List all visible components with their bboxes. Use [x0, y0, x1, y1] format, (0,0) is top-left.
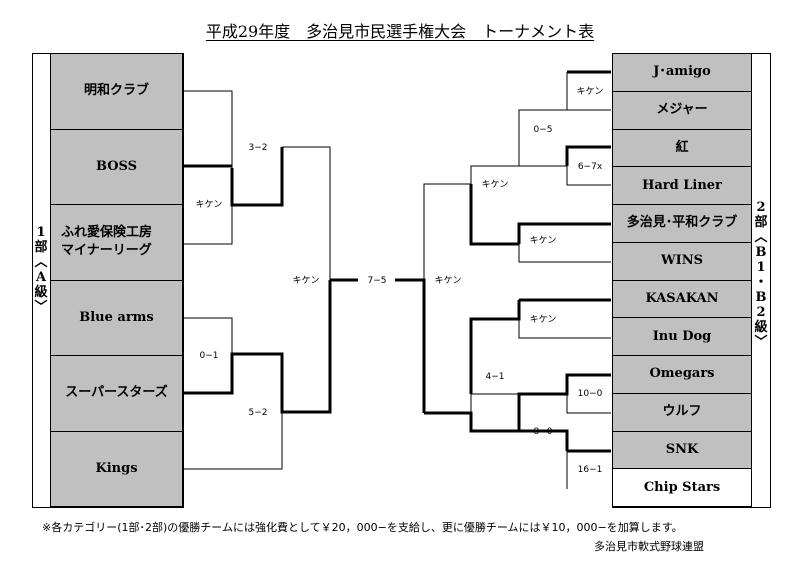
- team-right-4: Hard Liner: [612, 166, 752, 205]
- left-vlabel-char: ﹀: [34, 300, 48, 315]
- footnote: ※各カテゴリー(1部･2部)の優勝チームには強化費として￥20，000−を支給し…: [42, 521, 683, 534]
- score-left-semi: キケン: [293, 275, 320, 286]
- score-left-r2-bottom: 5−2: [249, 408, 268, 418]
- team-right-11: SNK: [612, 430, 752, 470]
- team-left-1: 明和クラブ: [50, 53, 183, 130]
- right-vlabel-char: 2: [756, 305, 766, 320]
- team-right-10: ウルフ: [612, 392, 752, 432]
- right-vlabel-char: 2: [756, 200, 766, 215]
- left-vlabel-char: A: [35, 270, 47, 285]
- score-final: 7−5: [368, 276, 387, 286]
- left-vlabel-char: ︿: [34, 255, 48, 270]
- team-left-5: スーパースターズ: [50, 355, 183, 432]
- score-right-r1-c: キケン: [530, 235, 557, 246]
- right-vlabel-char: 部: [754, 215, 768, 230]
- score-right-r1-e: 10−0: [578, 389, 603, 399]
- left-vlabel-char: 1: [36, 225, 46, 240]
- right-vlabel-char: 級: [754, 320, 768, 335]
- left-vlabel-char: 級: [34, 285, 48, 300]
- team-left-3: ふれ愛保険工房 マイナーリーグ: [50, 204, 183, 281]
- right-vlabel-char: ︿: [754, 230, 768, 245]
- score-right-r1-d: キケン: [530, 314, 557, 325]
- team-right-2: メジャー: [612, 90, 752, 130]
- right-vlabel-char: B: [755, 245, 767, 260]
- score-right-r3-a: キケン: [482, 179, 509, 190]
- team-left-4: Blue arms: [50, 279, 183, 356]
- score-right-r3-b: 4−1: [486, 372, 505, 382]
- score-left-r1-top: キケン: [196, 199, 223, 210]
- score-right-r1-a: キケン: [577, 86, 604, 97]
- score-right-r2-b: 8−0: [534, 427, 553, 437]
- team-right-9: Omegars: [612, 355, 752, 394]
- left-vlabel-char: 部: [34, 240, 48, 255]
- team-left-2: BOSS: [50, 128, 183, 205]
- score-right-r1-f: 16−1: [578, 465, 603, 475]
- score-left-r1-bottom: 0−1: [200, 351, 219, 361]
- score-right-r2-a: 0−5: [534, 125, 553, 135]
- team-left-6: Kings: [50, 430, 183, 507]
- team-right-12: Chip Stars: [612, 468, 752, 507]
- team-right-8: Inu Dog: [612, 317, 752, 356]
- page-title: 平成29年度 多治見市民選手権大会 トーナメント表: [205, 22, 595, 41]
- team-right-7: KASAKAN: [612, 279, 752, 319]
- score-left-r2-top: 3−2: [249, 143, 268, 153]
- right-vlabel-char: ・: [754, 275, 768, 290]
- right-vlabel-char: ﹀: [754, 335, 768, 350]
- organizer: 多治見市軟式野球連盟: [594, 540, 704, 553]
- score-right-semi: キケン: [435, 275, 462, 286]
- right-vlabel-char: B: [755, 290, 767, 305]
- right-vlabel-char: 1: [756, 260, 766, 275]
- score-right-r1-b: 6−7x: [578, 162, 603, 172]
